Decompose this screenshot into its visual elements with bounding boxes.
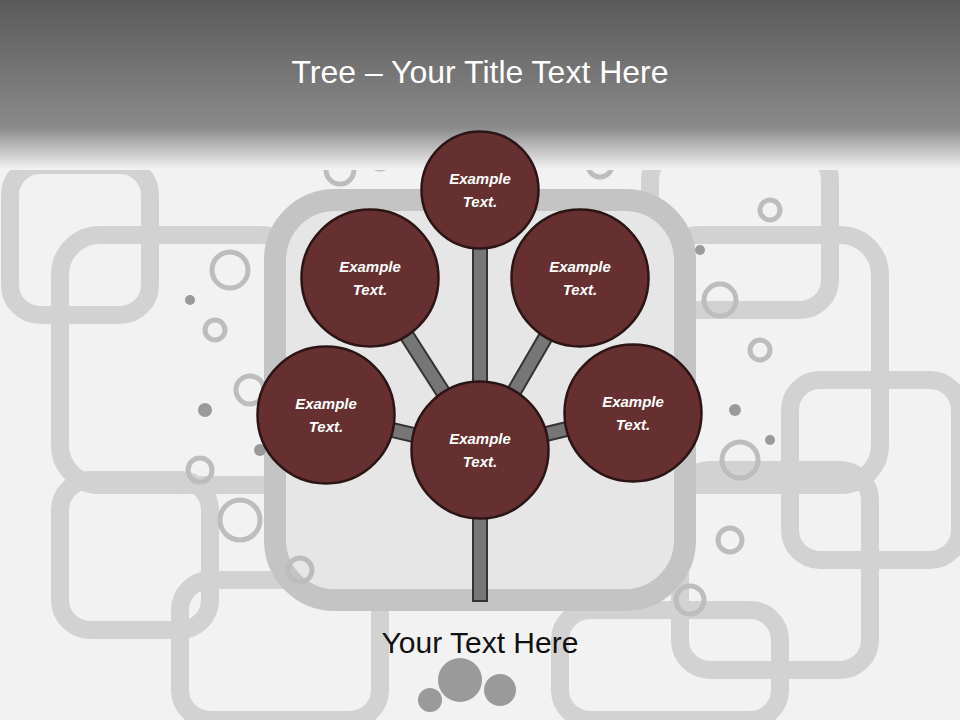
- tree-branch: [392, 430, 413, 435]
- node-text: Example Text.: [435, 427, 525, 473]
- circle-content: Example Text.: [300, 208, 440, 348]
- circle-content: Example Text.: [510, 208, 650, 348]
- branch-body: [514, 337, 546, 391]
- tree-branch: [546, 429, 567, 434]
- circle-shape: [563, 343, 703, 483]
- tree-branch: [407, 335, 444, 392]
- circle-fill: [512, 210, 649, 347]
- node-text: Example Text.: [535, 255, 625, 301]
- tree-branch: [514, 337, 546, 391]
- tree-circle: Example Text.: [563, 343, 703, 483]
- node-text: Example Text.: [281, 392, 371, 438]
- circle-content: Example Text.: [410, 380, 550, 520]
- circle-content: Example Text.: [420, 130, 540, 250]
- tree-circle: Example Text.: [256, 345, 396, 485]
- circle-fill: [412, 382, 549, 519]
- node-text: Example Text.: [325, 255, 415, 301]
- circle-shape: [410, 380, 550, 520]
- caption-text: Your Text Here: [0, 626, 960, 660]
- tree-trunk: [473, 515, 487, 601]
- circle-fill: [422, 132, 539, 249]
- branch-outline: [407, 335, 444, 392]
- circle-shape: [420, 130, 540, 250]
- circle-content: Example Text.: [256, 345, 396, 485]
- branch-outline: [546, 429, 567, 434]
- circle-content: Example Text.: [563, 343, 703, 483]
- circle-shape: [510, 208, 650, 348]
- circle-shape: [256, 345, 396, 485]
- center-frame: [275, 200, 685, 600]
- slide-title: Tree – Your Title Text Here: [0, 54, 960, 91]
- circle-shape: [300, 208, 440, 348]
- tree-circle: Example Text.: [410, 380, 550, 520]
- node-text: Example Text.: [435, 167, 525, 213]
- branch-body: [407, 335, 444, 392]
- branch-outline: [472, 248, 488, 382]
- circle-fill: [565, 345, 702, 482]
- branch-outline: [514, 337, 546, 391]
- branch-body: [546, 429, 567, 434]
- branch-body: [392, 430, 413, 435]
- tree-circle: Example Text.: [510, 208, 650, 348]
- circle-fill: [302, 210, 439, 347]
- branch-body: [474, 248, 486, 382]
- circle-fill: [258, 347, 395, 484]
- tree-branch: [480, 248, 481, 382]
- tree-circle: Example Text.: [300, 208, 440, 348]
- tree-circle: Example Text.: [420, 130, 540, 250]
- branch-outline: [392, 430, 413, 435]
- node-text: Example Text.: [588, 390, 678, 436]
